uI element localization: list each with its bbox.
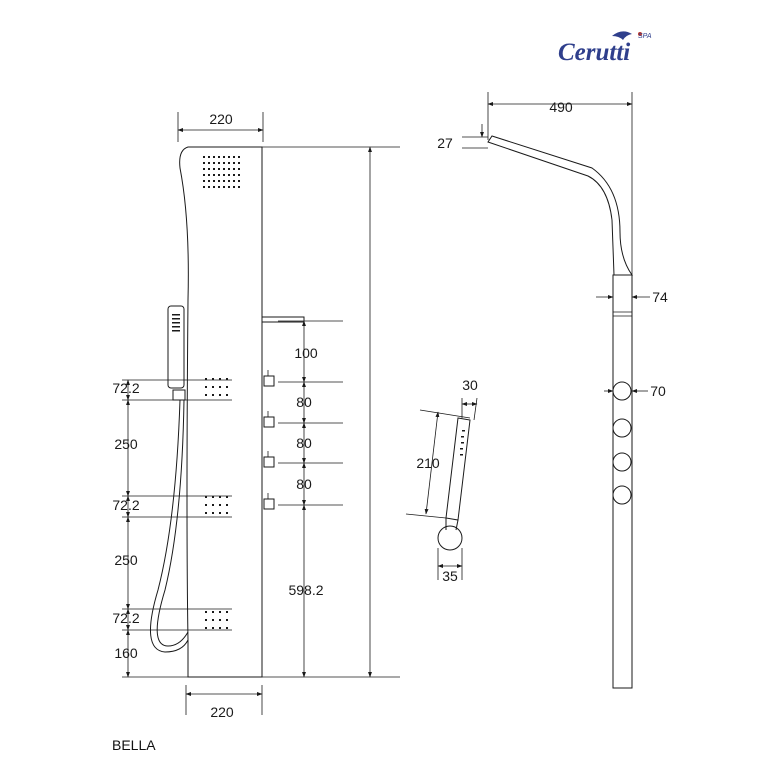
valve-dimensions: 100 80 80 80 598.2 — [262, 320, 400, 678]
dim-knob-diameter: 70 — [650, 383, 666, 399]
body-jets — [205, 378, 228, 629]
dim-width-bottom: 220 — [210, 704, 234, 720]
dim-valve-3: 80 — [296, 476, 312, 492]
dim-gap-1: 250 — [114, 436, 138, 452]
dim-valve-1: 80 — [296, 394, 312, 410]
dim-valve-height: 598.2 — [288, 582, 323, 598]
jet-dimensions: 72.2 250 72.2 250 72.2 160 — [112, 379, 232, 678]
dim-arm-thickness: 27 — [437, 135, 453, 151]
dim-jet-3: 72.2 — [112, 610, 139, 626]
tub-spout — [261, 316, 305, 323]
side-knobs — [612, 381, 632, 505]
dim-width-top: 220 — [209, 111, 233, 127]
bird-icon — [612, 31, 632, 40]
dim-head-width: 30 — [462, 377, 478, 393]
brand-logo: Cerutti SPA — [558, 31, 652, 66]
logo-dot-icon — [638, 32, 642, 36]
shower-arm-side — [487, 135, 633, 276]
side-view: 490 27 74 70 — [437, 92, 668, 689]
dim-panel-depth: 74 — [652, 289, 668, 305]
dim-jet-2: 72.2 — [112, 497, 139, 513]
dim-base-diameter: 35 — [442, 568, 458, 584]
dim-bottom-offset: 160 — [114, 645, 138, 661]
dim-arm-reach: 490 — [549, 99, 573, 115]
brand-suffix: SPA — [638, 33, 652, 40]
rain-head — [203, 156, 240, 188]
front-view: 220 — [112, 111, 400, 720]
dim-gap-2: 250 — [114, 552, 138, 568]
dim-handshower-length: 210 — [416, 455, 440, 471]
shower-panel-front — [179, 146, 263, 678]
hand-shower-detail: 30 210 35 — [405, 377, 478, 584]
dim-spout-valve: 100 — [294, 345, 318, 361]
dim-valve-2: 80 — [296, 435, 312, 451]
valve-handles — [263, 370, 275, 510]
dim-jet-1: 72.2 — [112, 380, 139, 396]
hand-shower-front — [149, 305, 189, 653]
model-name: BELLA — [112, 737, 156, 753]
brand-name: Cerutti — [558, 39, 630, 66]
shower-column-side — [612, 274, 633, 689]
